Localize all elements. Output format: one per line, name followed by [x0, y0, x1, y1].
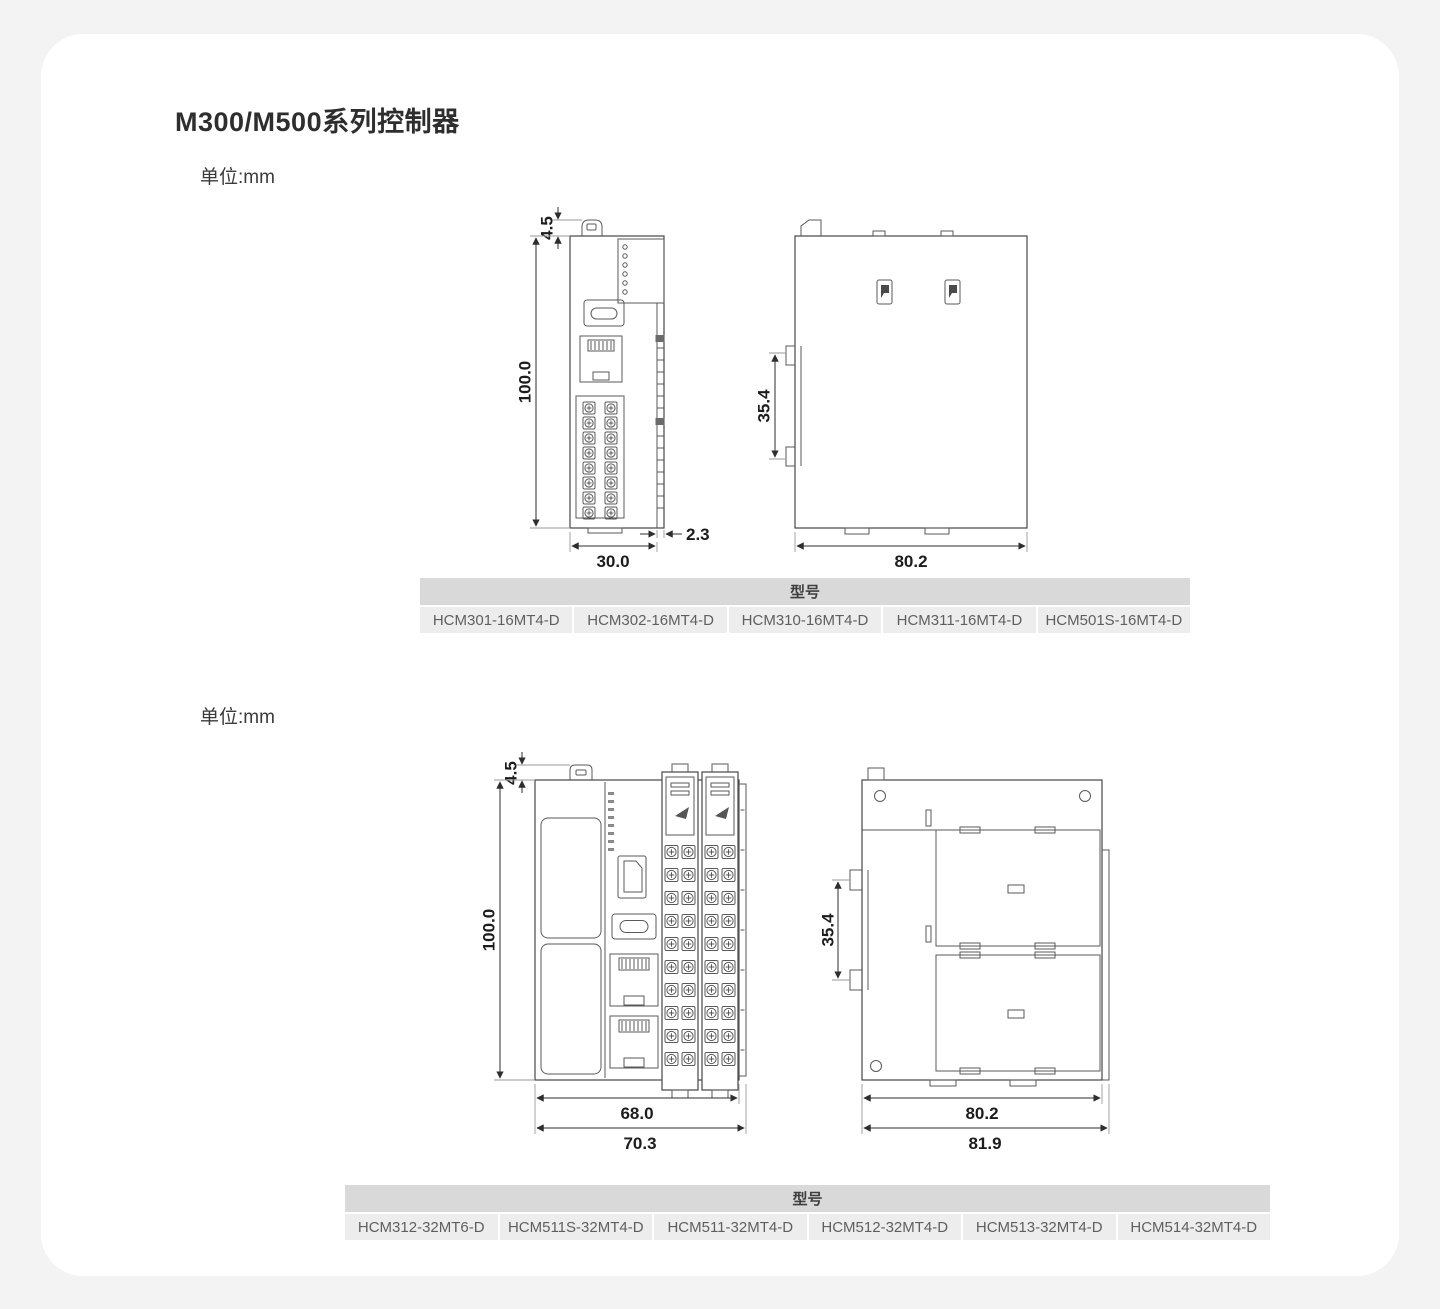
model-cell: HCM301-16MT4-D: [420, 607, 573, 633]
dimension-width-68: 68.0: [534, 1084, 740, 1134]
section2-front-view-drawing: 4.5 100.0 68.0 70.3: [480, 752, 747, 1153]
status-leds: [622, 244, 628, 295]
model-cell: HCM513-32MT4-D: [963, 1214, 1116, 1240]
section1-side-view-drawing: 35.4 80.2: [755, 219, 1028, 571]
model-cell: HCM310-16MT4-D: [728, 607, 882, 633]
model-cell: HCM511-32MT4-D: [654, 1214, 807, 1240]
model-cell: HCM311-16MT4-D: [883, 607, 1036, 633]
terminal-strip-2: [701, 763, 739, 1099]
terminal-strip-1: [661, 763, 699, 1099]
dimension-depth-81-9: 81.9: [863, 1084, 1110, 1153]
model-table-1-row: HCM301-16MT4-D HCM302-16MT4-D HCM310-16M…: [420, 607, 1191, 633]
dimension-depth-80-2: 80.2: [861, 1084, 1103, 1134]
ethernet-port: [579, 335, 623, 383]
dimension-flange-2-3: 2.3: [640, 525, 710, 544]
model-table-1: 型号 HCM301-16MT4-D HCM302-16MT4-D HCM310-…: [420, 578, 1191, 633]
section1-front-view-drawing: 4.5 100.0 2.3 30.0: [516, 207, 710, 571]
section2-side-view-drawing: 35.4 80.2 81.9: [820, 767, 1110, 1153]
module-body: [794, 219, 1028, 535]
ethernet-port-1: [609, 953, 659, 1007]
out-badge: [655, 418, 665, 425]
module-body: [861, 767, 1103, 1087]
side-flange: [738, 783, 747, 1077]
dimension-width-30: 30.0: [569, 532, 658, 571]
ethernet-port-2: [609, 1015, 659, 1069]
svg-text:100.0: 100.0: [480, 909, 499, 952]
model-cell: HCM512-32MT4-D: [808, 1214, 961, 1240]
side-flange: [1102, 849, 1110, 1081]
model-table-2: 型号 HCM312-32MT6-D HCM511S-32MT4-D HCM511…: [345, 1185, 1270, 1240]
page-title: M300/M500系列控制器: [175, 107, 460, 137]
svg-text:2.3: 2.3: [686, 525, 710, 544]
svg-text:4.5: 4.5: [502, 761, 521, 785]
io-terminal-block: [575, 395, 625, 519]
dimension-height-100: 100.0: [516, 235, 570, 529]
dimension-rail-35-4: 35.4: [820, 879, 850, 981]
door-panel-2: [935, 951, 1101, 1075]
in-badge: [655, 335, 665, 342]
svg-text:35.4: 35.4: [755, 389, 774, 423]
model-cell: HCM514-32MT4-D: [1117, 1214, 1270, 1240]
svg-text:30.0: 30.0: [596, 552, 629, 571]
case-screws: [870, 790, 1091, 1072]
svg-text:80.2: 80.2: [965, 1104, 998, 1123]
model-table-1-header: 型号: [420, 578, 1190, 605]
dimension-rail-35-4: 35.4: [755, 352, 786, 460]
svg-text:35.4: 35.4: [820, 913, 838, 947]
model-cell: HCM501S-16MT4-D: [1037, 607, 1191, 633]
svg-text:4.5: 4.5: [538, 216, 557, 240]
dimension-height-100: 100.0: [480, 779, 535, 1081]
dimension-width-70-3: 70.3: [536, 1084, 747, 1153]
mount-hook-icon: [569, 764, 593, 780]
dimension-depth-80-2: 80.2: [794, 532, 1028, 571]
status-leds: [608, 792, 614, 851]
sd-card-slot: [617, 855, 647, 899]
model-cell: HCM302-16MT4-D: [574, 607, 727, 633]
svg-text:70.3: 70.3: [623, 1134, 656, 1153]
door-panel-1: [935, 826, 1101, 950]
usb-c-port: [611, 913, 657, 940]
svg-text:80.2: 80.2: [894, 552, 927, 571]
left-door-panels: [540, 817, 602, 1075]
unit-label-2: 单位:mm: [200, 707, 275, 728]
usb-c-port: [583, 299, 625, 327]
svg-text:68.0: 68.0: [620, 1104, 653, 1123]
model-table-2-row: HCM312-32MT6-D HCM511S-32MT4-D HCM511-32…: [345, 1214, 1270, 1240]
io-tick-strip: [655, 335, 665, 509]
mount-hook-icon: [581, 219, 603, 236]
svg-text:81.9: 81.9: [968, 1134, 1001, 1153]
din-rail-clip: [785, 345, 802, 467]
lock-hooks: [876, 279, 961, 305]
svg-text:100.0: 100.0: [516, 361, 535, 404]
dimension-top-4-5: 4.5: [538, 207, 582, 249]
model-cell: HCM511S-32MT4-D: [499, 1214, 652, 1240]
model-cell: HCM312-32MT6-D: [345, 1214, 498, 1240]
model-table-2-header: 型号: [345, 1185, 1270, 1212]
unit-label-1: 单位:mm: [200, 167, 275, 188]
